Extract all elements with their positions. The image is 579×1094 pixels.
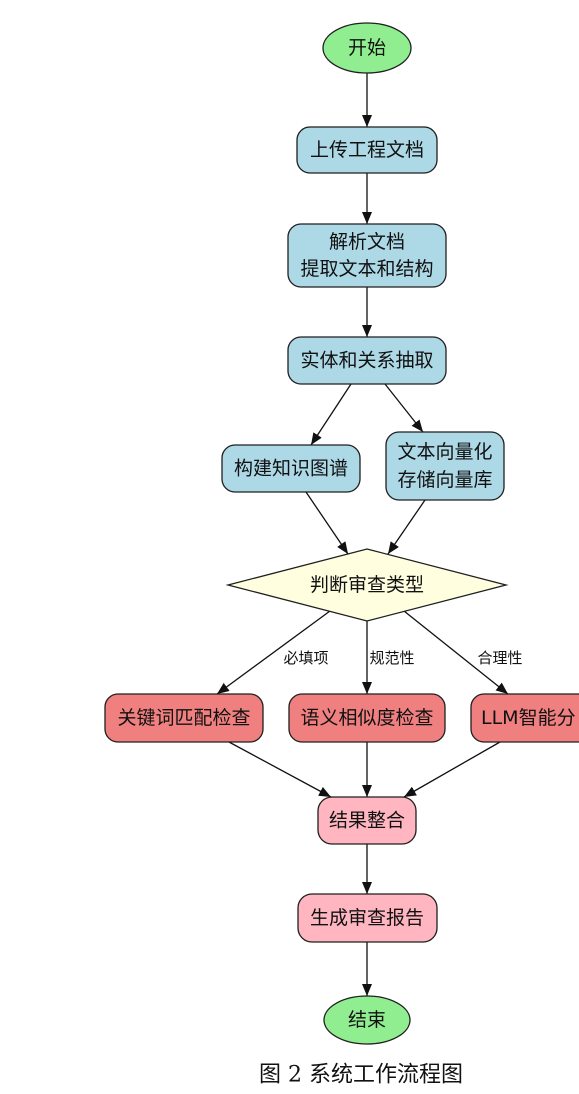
parse-node-shape — [287, 223, 447, 288]
arrow-extract-to-knowledge-graph — [310, 383, 352, 446]
node-upload: 上传工程文档 — [296, 126, 438, 174]
report-node-shape — [297, 893, 438, 943]
arrow-extract-to-vectorize — [384, 383, 424, 433]
branch-label-semantic-check: 规范性 — [369, 649, 414, 667]
keyword-check-node-shape — [104, 693, 264, 743]
decide-node-shape — [225, 548, 509, 622]
node-knowledge-graph: 构建知识图谱 — [221, 444, 361, 493]
vectorize-node-label-line-1: 文本向量化 — [397, 441, 492, 463]
node-vectorize: 文本向量化 存储向量库 — [385, 431, 505, 501]
branch-labels: 必填项 规范性 合理性 — [283, 649, 522, 667]
parse-node-label-line-1: 解析文档 — [329, 231, 405, 253]
knowledge-graph-node-shape — [221, 444, 361, 493]
node-start: 开始 — [322, 22, 412, 74]
node-end: 结束 — [323, 995, 411, 1045]
node-report: 生成审查报告 — [297, 893, 438, 943]
start-node-shape — [322, 22, 412, 74]
merge-node-label: 结果整合 — [329, 810, 405, 832]
vectorize-node-label-line-2: 存储向量库 — [397, 469, 492, 491]
arrow-llm-check-to-merge — [403, 741, 501, 798]
branch-label-llm-check: 合理性 — [477, 649, 522, 667]
report-node-label: 生成审查报告 — [310, 907, 424, 929]
llm-check-node-label: LLM智能分 — [481, 707, 576, 729]
upload-node-label: 上传工程文档 — [310, 139, 424, 161]
arrow-vectorize-to-decide — [387, 499, 426, 555]
start-node-label: 开始 — [348, 37, 386, 59]
vectorize-node-shape — [385, 431, 505, 501]
arrow-knowledge-graph-to-decide — [305, 491, 349, 555]
node-parse: 解析文档 提取文本和结构 — [287, 223, 447, 288]
node-semantic-check: 语义相似度检查 — [288, 693, 446, 743]
semantic-check-node-label: 语义相似度检查 — [300, 707, 433, 729]
upload-node-shape — [296, 126, 438, 174]
merge-node-shape — [317, 796, 417, 845]
extract-node-shape — [287, 336, 447, 385]
node-decide: 判断审查类型 — [225, 548, 509, 622]
node-extract: 实体和关系抽取 — [287, 336, 447, 385]
arrow-keyword-check-to-merge — [228, 741, 332, 798]
keyword-check-node-label: 关键词匹配检查 — [117, 707, 250, 729]
figure-caption: 图 2 系统工作流程图 — [259, 1063, 463, 1088]
edges — [216, 73, 509, 996]
branch-label-keyword-check: 必填项 — [283, 649, 328, 667]
parse-node-label-line-2: 提取文本和结构 — [300, 258, 433, 280]
node-merge: 结果整合 — [317, 796, 417, 845]
llm-check-node-shape — [470, 693, 579, 743]
arrow-decide-to-llm-check — [403, 610, 509, 695]
end-node-shape — [323, 995, 411, 1045]
knowledge-graph-node-label: 构建知识图谱 — [234, 458, 348, 480]
semantic-check-node-shape — [288, 693, 446, 743]
end-node-label: 结束 — [348, 1009, 386, 1031]
arrow-decide-to-keyword-check — [216, 610, 331, 695]
node-llm-check: LLM智能分 — [470, 693, 579, 743]
decide-node-label: 判断审查类型 — [310, 574, 424, 596]
node-keyword-check: 关键词匹配检查 — [104, 693, 264, 743]
extract-node-label: 实体和关系抽取 — [300, 350, 433, 372]
